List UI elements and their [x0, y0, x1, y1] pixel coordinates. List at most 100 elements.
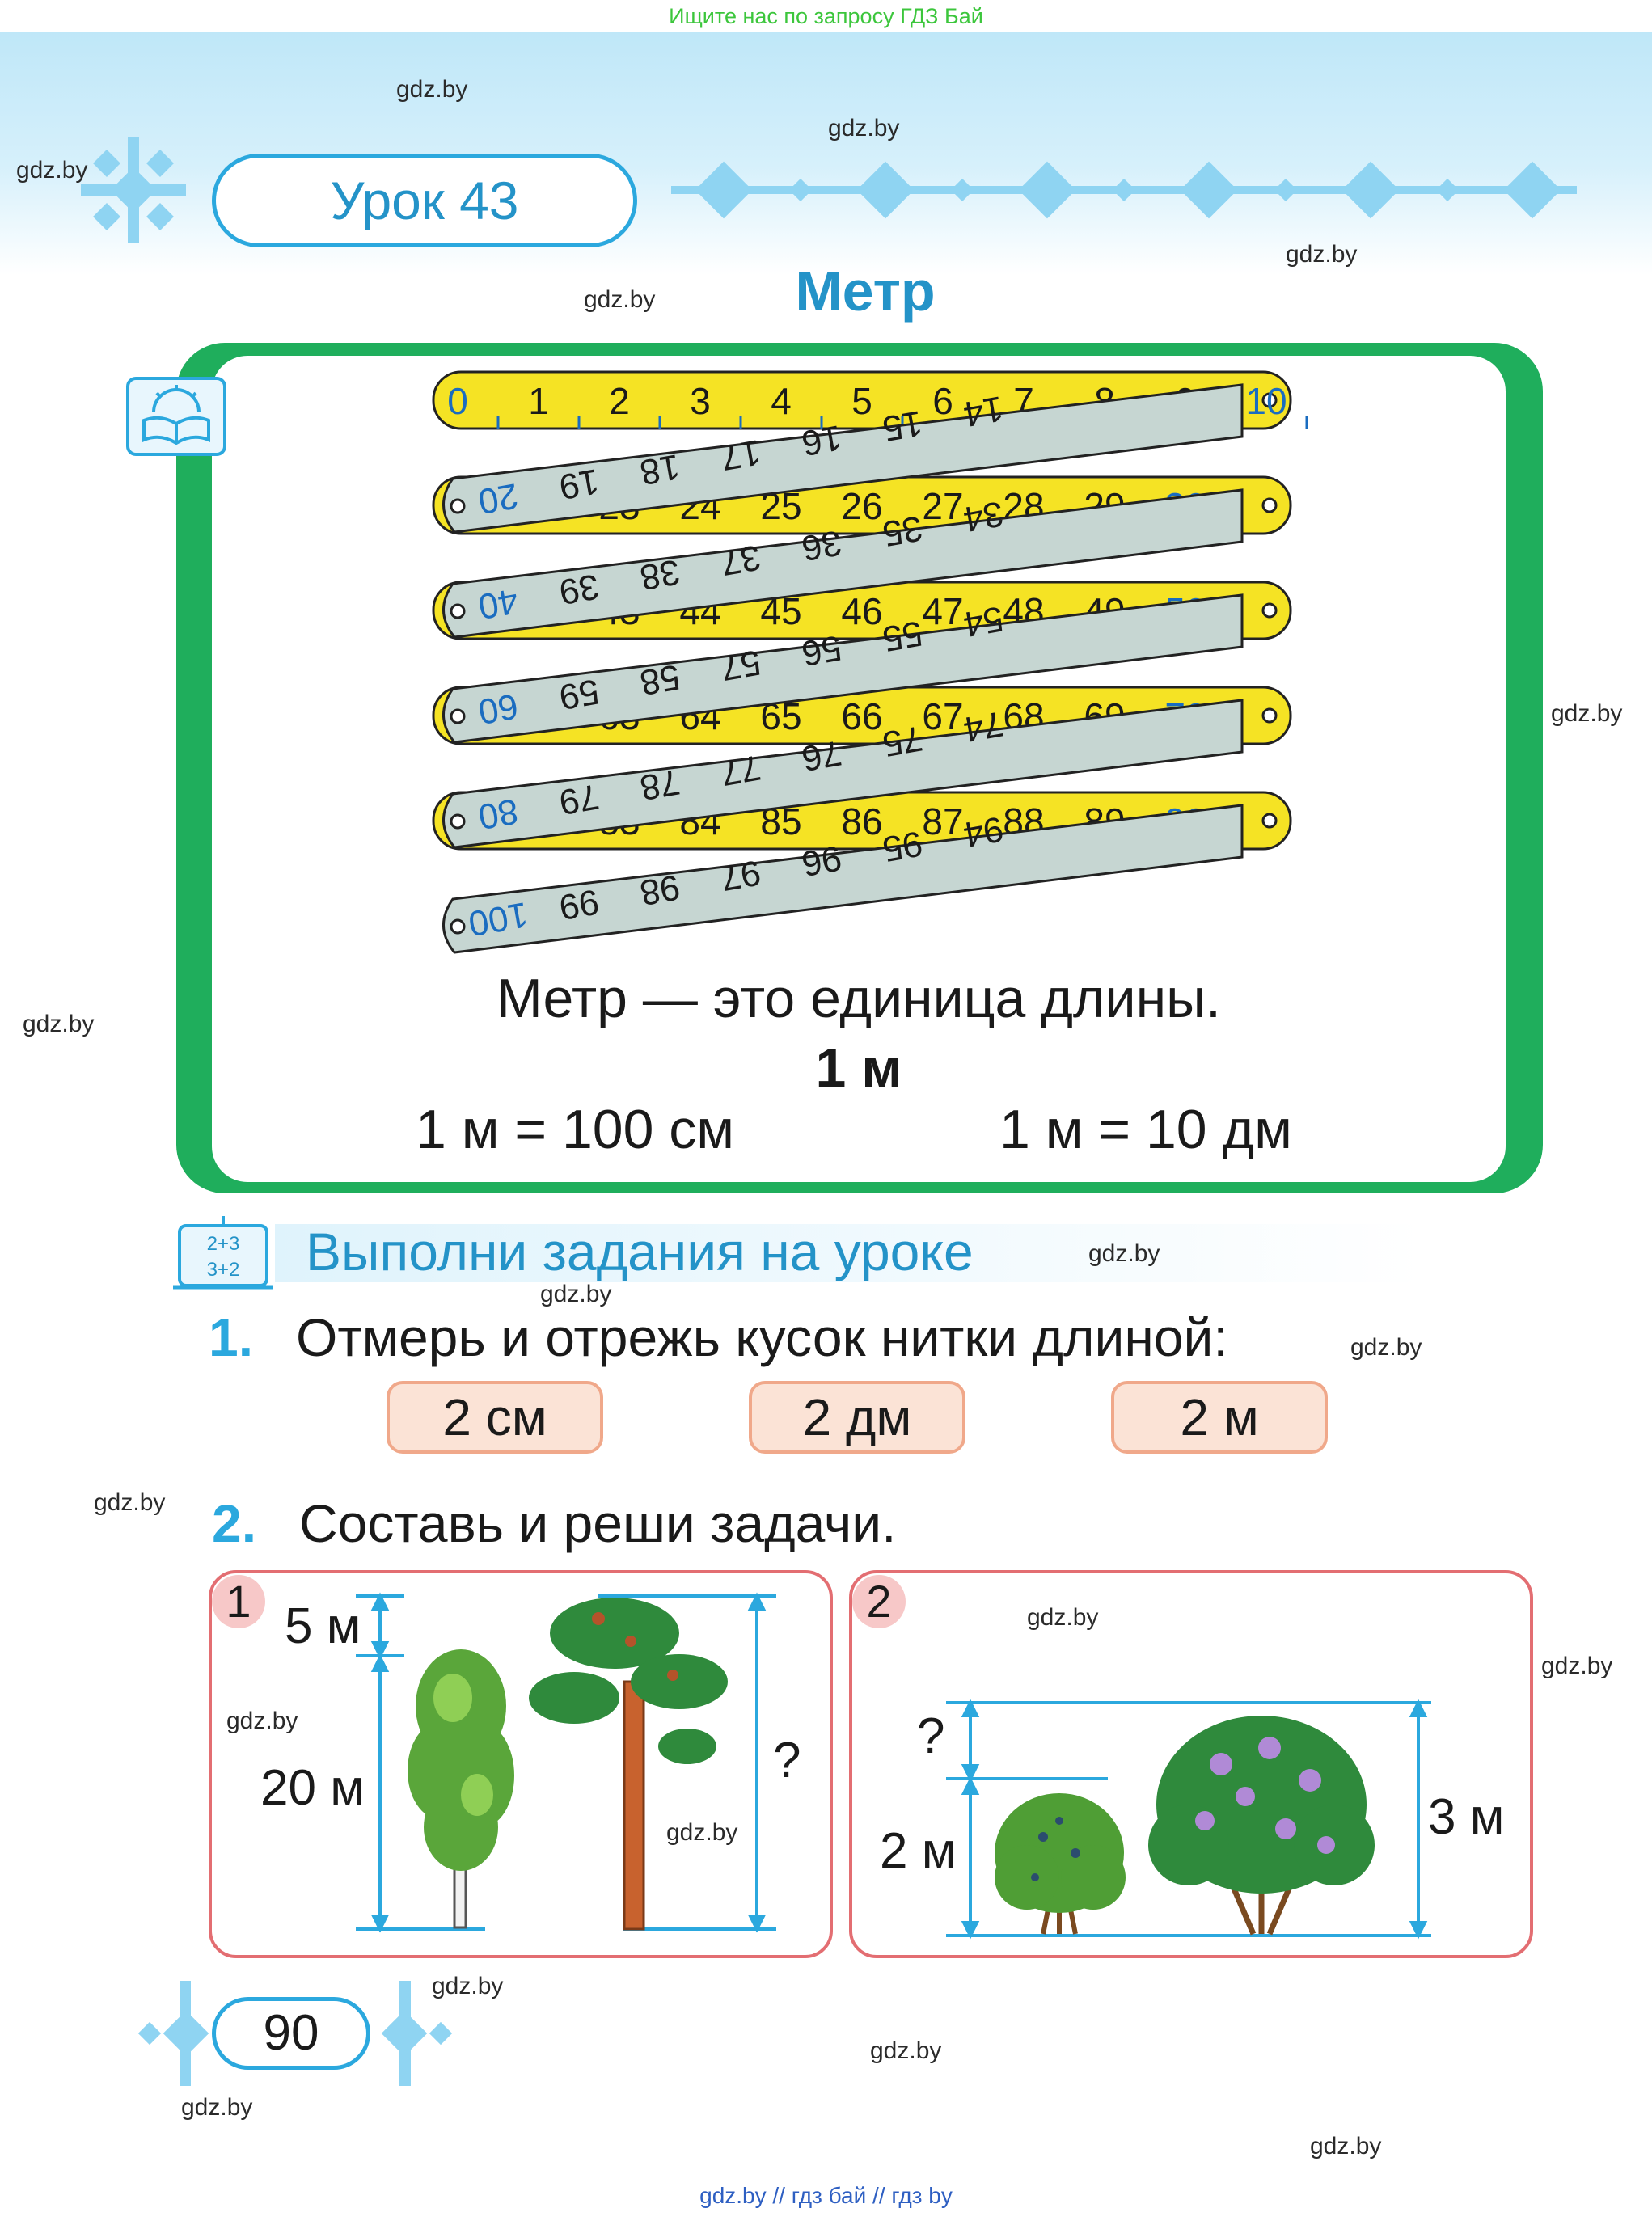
ruler-number: 5	[851, 380, 872, 422]
pine-tree-icon	[529, 1598, 728, 1931]
problem-2-right-label: 3 м	[1428, 1789, 1505, 1845]
unit-label: 1 м	[815, 1037, 902, 1099]
ruler-fold-4-strip	[442, 699, 1244, 849]
watermark: gdz.by	[870, 2037, 942, 2064]
watermark: gdz.by	[432, 1973, 504, 1999]
task-1-number: 1.	[209, 1307, 254, 1367]
ruler-number: 40	[475, 581, 522, 627]
definition-text: Метр — это единица длины.	[496, 968, 1221, 1029]
watermark: gdz.by	[1088, 1240, 1160, 1267]
ruler-number: 19	[556, 461, 602, 507]
problem-1-top-label: 5 м	[285, 1598, 361, 1654]
ruler-number: 66	[841, 695, 882, 737]
ruler-number: 74	[961, 703, 1007, 749]
ruler-number: 17	[718, 432, 764, 478]
problem-2-top-label: ?	[917, 1708, 945, 1764]
watermark: gdz.by	[584, 286, 656, 313]
ruler-number: 2	[609, 380, 630, 422]
ruler-number: 3	[690, 380, 711, 422]
watermark: gdz.by	[1310, 2133, 1382, 2160]
ruler-fold-3-strip	[442, 593, 1244, 744]
ruler-fold-4-rivet	[450, 813, 466, 830]
task-1-text: Отмерь и отрежь кусок нитки длиной:	[296, 1307, 1228, 1367]
watermark: gdz.by	[540, 1281, 612, 1307]
option-2-dm: 2 дм	[749, 1381, 965, 1454]
ruler-number: 37	[718, 537, 764, 583]
ruler-number: 20	[475, 475, 522, 521]
problem-1-left-label: 20 м	[260, 1760, 365, 1816]
ruler-segment-top-rivet	[1261, 392, 1278, 408]
watermark: gdz.by	[94, 1489, 166, 1516]
ruler-back-rivet	[1261, 602, 1278, 619]
ruler-number: 46	[841, 590, 882, 632]
small-bush-icon	[995, 1793, 1126, 1935]
lilac-bush-icon	[1148, 1716, 1375, 1936]
problem-2-illustration	[946, 1699, 1431, 1940]
ruler-number: 15	[880, 403, 926, 449]
ruler-number: 55	[880, 613, 926, 659]
page-number-ornament-icon	[137, 1981, 453, 2086]
ruler-number: 0	[447, 380, 468, 422]
ruler-back-rivet	[1261, 497, 1278, 513]
footer-links: gdz.by // гдз бай // гдз by	[699, 2183, 953, 2208]
watermark: gdz.by	[396, 76, 468, 103]
watermark: gdz.by	[1027, 1604, 1099, 1631]
problem-1-box	[209, 1570, 833, 1958]
ruler-number: 80	[475, 791, 522, 837]
ruler-number: 94	[961, 809, 1007, 855]
ruler-number: 26	[841, 485, 882, 527]
problem-2-number: 2	[852, 1575, 906, 1628]
lesson-number: Урок 43	[212, 154, 637, 247]
task-2-number: 2.	[212, 1493, 257, 1553]
watermark: gdz.by	[1350, 1334, 1422, 1361]
ruler-number: 18	[637, 446, 683, 492]
ruler-number: 99	[556, 881, 602, 927]
birch-tree-icon	[408, 1649, 514, 1929]
ruler-number: 77	[718, 747, 764, 793]
watermark: gdz.by	[1541, 1653, 1613, 1679]
ruler-fold-2-rivet	[450, 603, 466, 619]
watermark: gdz.by	[181, 2094, 253, 2121]
ruler-number: 78	[637, 762, 683, 808]
ruler-number: 75	[880, 718, 926, 764]
problem-1-number: 1	[212, 1575, 265, 1628]
equality-dm: 1 м = 10 дм	[999, 1099, 1292, 1160]
folding-ruler: 0123456789102223242526272829302019181716…	[432, 370, 1308, 954]
ruler-fold-1-strip	[442, 383, 1244, 534]
ruler-fold-3-rivet	[450, 708, 466, 724]
page-number: 90	[212, 1997, 370, 2070]
blackboard-icon: 2+3 3+2	[173, 1216, 273, 1290]
ruler-number: 4	[771, 380, 792, 422]
ruler-number: 34	[961, 493, 1007, 539]
ruler-number: 79	[556, 776, 602, 822]
ruler-number: 87	[922, 800, 963, 842]
ruler-back-rivet	[1261, 813, 1278, 829]
section-bar	[275, 1224, 1423, 1282]
option-2-m: 2 м	[1111, 1381, 1328, 1454]
ruler-number: 96	[799, 838, 845, 884]
ruler-number: 57	[718, 642, 764, 688]
ruler-number: 6	[932, 380, 953, 422]
watermark: gdz.by	[828, 115, 900, 141]
problem-2-left-label: 2 м	[880, 1823, 957, 1879]
ruler-number: 1	[528, 380, 549, 422]
ruler-number: 14	[961, 388, 1007, 434]
problem-1-right-label: ?	[773, 1733, 801, 1788]
ruler-number: 86	[841, 800, 882, 842]
book-icon	[126, 377, 226, 456]
ruler-number: 54	[961, 598, 1007, 644]
option-2-cm: 2 см	[387, 1381, 603, 1454]
ruler-number: 47	[922, 590, 963, 632]
ruler-fold-2-strip	[442, 488, 1244, 639]
ruler-number: 35	[880, 508, 926, 554]
ruler-number: 67	[922, 695, 963, 737]
ruler-number: 10	[1245, 380, 1287, 422]
page-title: Метр	[795, 260, 936, 323]
ruler-number: 59	[556, 671, 602, 717]
ruler-number: 39	[556, 566, 602, 612]
ruler-number: 98	[637, 867, 683, 913]
